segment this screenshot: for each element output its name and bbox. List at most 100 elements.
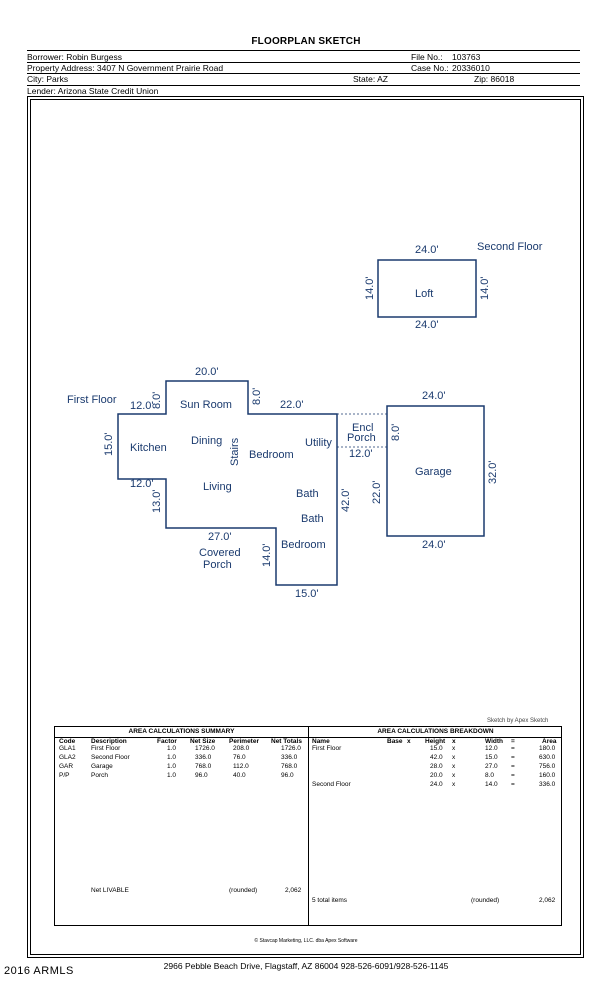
state: State: AZ <box>353 74 388 84</box>
summary-cell: 1.0 <box>167 772 177 779</box>
dim-label: 15.0' <box>103 432 115 456</box>
col-header: Net Totals <box>271 738 302 745</box>
lender-line: Lender: Arizona State Credit Union <box>27 86 580 96</box>
dim-label: 24.0' <box>422 539 446 551</box>
dim-label: 14.0' <box>261 543 273 567</box>
col-header: Area <box>542 738 557 745</box>
sketch-credit: Sketch by Apex Sketch <box>487 718 549 724</box>
living-label: Living <box>203 481 232 493</box>
breakdown-cell: x <box>452 754 456 761</box>
summary-cell: Garage <box>91 763 113 770</box>
col-header: = <box>511 738 515 745</box>
breakdown-cell: 756.0 <box>539 763 556 770</box>
encl-label: Encl <box>352 422 373 434</box>
net-livable-label: Net LIVABLE <box>91 887 129 894</box>
rounded-label: (rounded) <box>229 887 258 894</box>
dim-label: 42.0' <box>340 488 352 512</box>
mls-watermark: 2016 ARMLS <box>4 965 74 977</box>
col-header: Code <box>59 738 76 745</box>
breakdown-cell: = <box>511 745 515 752</box>
breakdown-cell: 27.0 <box>485 763 498 770</box>
breakdown-cell: x <box>452 763 456 770</box>
breakdown-cell: = <box>511 763 515 770</box>
bath-label: Bath <box>301 513 324 525</box>
garage-label: Garage <box>415 466 452 478</box>
col-header: Factor <box>157 738 177 745</box>
dim-label: 15.0' <box>295 588 319 600</box>
address-line: Property Address: 3407 N Government Prai… <box>27 63 580 73</box>
breakdown-cell: 24.0 <box>430 781 443 788</box>
summary-cell: Porch <box>91 772 108 779</box>
summary-cell: GLA1 <box>59 745 76 752</box>
breakdown-cell: = <box>511 754 515 761</box>
dim-label: 8.0' <box>151 392 163 409</box>
page-title: FLOORPLAN SKETCH <box>251 36 361 47</box>
summary-cell: 1.0 <box>167 763 177 770</box>
breakdown-cell: 180.0 <box>539 745 556 752</box>
col-header: Width <box>485 738 503 745</box>
summary-cell: 96.0 <box>195 772 208 779</box>
col-header: x <box>407 738 411 745</box>
summary-cell: 768.0 <box>195 763 212 770</box>
dim-label: 22.0' <box>280 399 304 411</box>
dim-label: 14.0' <box>364 276 376 300</box>
summary-cell: 768.0 <box>281 763 298 770</box>
header-rule <box>27 85 580 86</box>
summary-title: AREA CALCULATIONS SUMMARY <box>128 728 235 735</box>
col-header: Description <box>91 738 127 745</box>
dining-label: Dining <box>191 435 222 447</box>
summary-cell: 1.0 <box>167 754 177 761</box>
breakdown-cell: 336.0 <box>539 781 556 788</box>
breakdown-cell: = <box>511 772 515 779</box>
total-value: 2,062 <box>539 897 556 904</box>
table-rule <box>55 737 561 738</box>
dim-label: 22.0' <box>371 480 383 504</box>
dim-label: 12.0' <box>130 478 154 490</box>
second-floor-label: Second Floor <box>477 241 543 253</box>
dim-label: 24.0' <box>415 319 439 331</box>
col-header: Name <box>312 738 330 745</box>
summary-cell: 1726.0 <box>195 745 215 752</box>
breakdown-cell: 160.0 <box>539 772 556 779</box>
header-rule <box>27 62 580 63</box>
property-address: Property Address: 3407 N Government Prai… <box>27 63 224 73</box>
zip: Zip: 86018 <box>474 74 515 84</box>
lender: Lender: Arizona State Credit Union <box>27 86 159 96</box>
dim-label: 12.0' <box>130 400 154 412</box>
covered-label: Covered <box>199 547 241 559</box>
breakdown-cell: = <box>511 781 515 788</box>
city-line: City: Parks State: AZ Zip: 86018 <box>27 74 580 84</box>
breakdown-cell: 42.0 <box>430 754 443 761</box>
breakdown-cell: Second Floor <box>312 781 351 788</box>
col-header: Height <box>425 738 446 745</box>
summary-cell: 1726.0 <box>281 745 301 752</box>
breakdown-cell: x <box>452 772 456 779</box>
breakdown-cell: 14.0 <box>485 781 498 788</box>
dim-label: 32.0' <box>487 460 499 484</box>
loft-outline <box>377 259 477 318</box>
sketch-inner-frame <box>30 99 581 955</box>
net-livable-value: 2,062 <box>285 887 302 894</box>
dim-label: 20.0' <box>195 366 219 378</box>
breakdown-cell: 28.0 <box>430 763 443 770</box>
summary-cell: 336.0 <box>281 754 298 761</box>
borrower: Borrower: Robin Burgess <box>27 52 122 62</box>
case-no: 20336010 <box>452 63 490 73</box>
breakdown-cell: 15.0 <box>485 754 498 761</box>
copyright: © Stavcap Marketing, LLC. dba Apex Softw… <box>254 938 358 944</box>
dim-label: 13.0' <box>151 489 163 513</box>
header-rule <box>27 73 580 74</box>
first-floor-label: First Floor <box>67 394 117 406</box>
dim-label: 24.0' <box>415 244 439 256</box>
dim-label: 27.0' <box>208 531 232 543</box>
col-header: x <box>452 738 456 745</box>
sun-room-label: Sun Room <box>180 399 232 411</box>
summary-cell: 40.0 <box>233 772 246 779</box>
breakdown-cell: x <box>452 745 456 752</box>
summary-cell: 76.0 <box>233 754 246 761</box>
breakdown-cell: 12.0 <box>485 745 498 752</box>
area-calculations-table: AREA CALCULATIONS SUMMARY AREA CALCULATI… <box>54 726 562 926</box>
garage-outline <box>386 405 485 537</box>
breakdown-cell: 630.0 <box>539 754 556 761</box>
